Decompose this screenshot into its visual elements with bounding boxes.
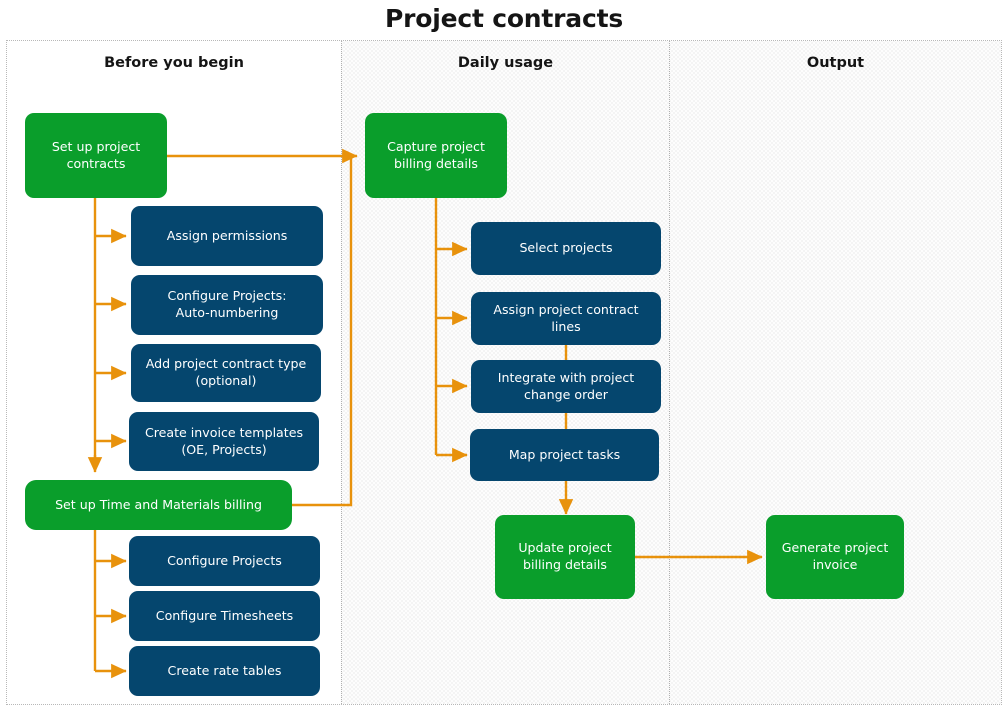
swimlane-title-before-you-begin: Before you begin xyxy=(104,55,244,71)
swimlane-title-daily-usage: Daily usage xyxy=(457,55,554,71)
node-add-project-contract-type[interactable]: Add project contract type (optional) xyxy=(131,344,321,402)
swimlane-title-output: Output xyxy=(806,55,865,71)
node-configure-timesheets[interactable]: Configure Timesheets xyxy=(129,591,320,641)
node-integrate-with-project-change-order[interactable]: Integrate with project change order xyxy=(471,360,661,413)
node-capture-project-billing-details[interactable]: Capture project billing details xyxy=(365,113,507,198)
node-create-invoice-templates[interactable]: Create invoice templates (OE, Projects) xyxy=(129,412,319,471)
node-select-projects[interactable]: Select projects xyxy=(471,222,661,275)
swimlane-output: Output xyxy=(669,41,1001,704)
node-generate-project-invoice[interactable]: Generate project invoice xyxy=(766,515,904,599)
node-update-project-billing-details[interactable]: Update project billing details xyxy=(495,515,635,599)
node-configure-projects[interactable]: Configure Projects xyxy=(129,536,320,586)
node-assign-permissions[interactable]: Assign permissions xyxy=(131,206,323,266)
node-map-project-tasks[interactable]: Map project tasks xyxy=(470,429,659,481)
node-set-up-time-and-materials-billing[interactable]: Set up Time and Materials billing xyxy=(25,480,292,530)
node-set-up-project-contracts[interactable]: Set up project contracts xyxy=(25,113,167,198)
page-title: Project contracts xyxy=(384,4,624,33)
node-assign-project-contract-lines[interactable]: Assign project contract lines xyxy=(471,292,661,345)
node-create-rate-tables[interactable]: Create rate tables xyxy=(129,646,320,696)
node-configure-projects-auto-numbering[interactable]: Configure Projects: Auto-numbering xyxy=(131,275,323,335)
